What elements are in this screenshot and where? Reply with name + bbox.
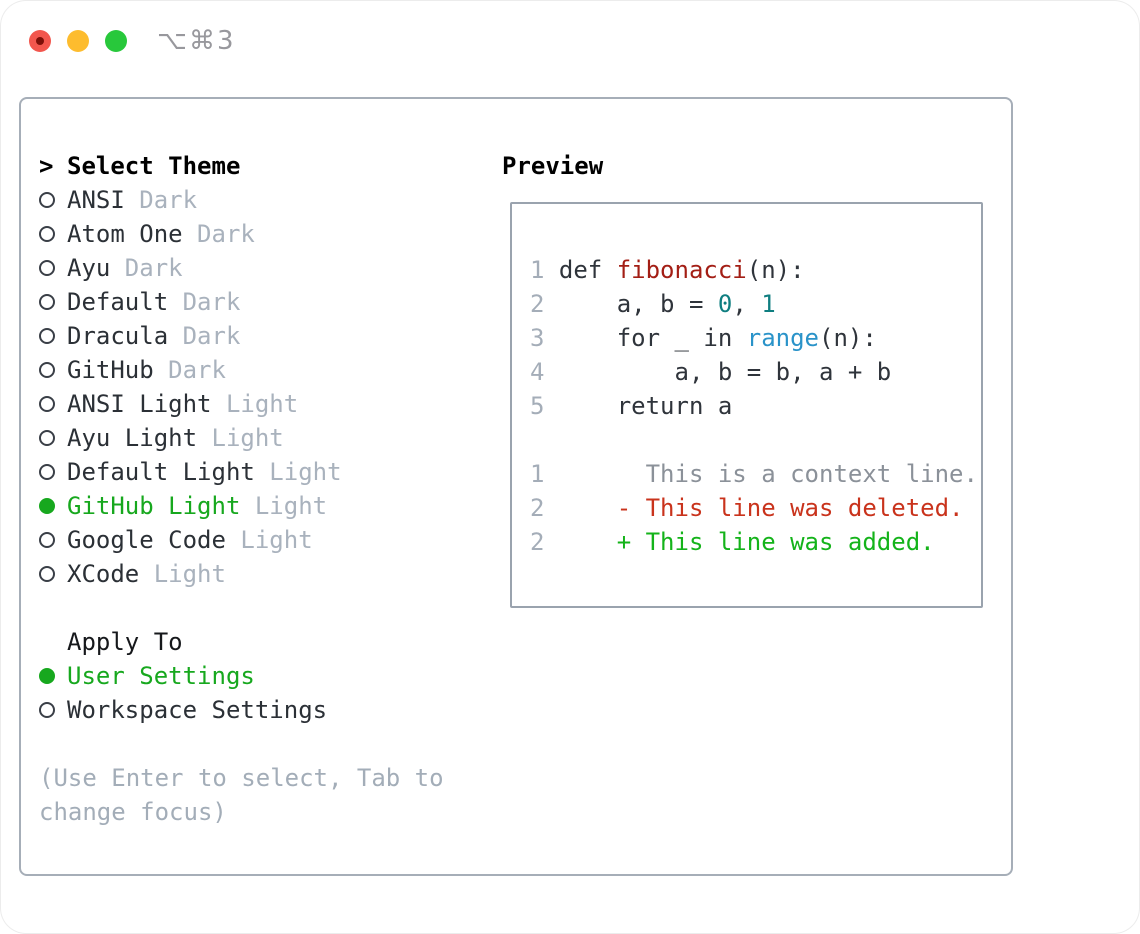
theme-variant-tag: Light [240,526,313,554]
theme-variant-tag: Dark [124,254,183,282]
theme-variant-tag: Dark [182,288,241,316]
apply-to-header: Apply To [39,625,481,659]
code-line: 3 for _ in range(n): [530,324,877,352]
theme-name: XCode [67,560,154,588]
code-preview: 1 def fibonacci(n): 2 a, b = 0, 1 3 for _ … [530,253,978,559]
theme-option[interactable]: Ayu Dark [39,251,481,285]
radio-icon [39,226,55,242]
titlebar: ⌥⌘3 [29,26,236,56]
code-line: 2 + This line was added. [530,528,935,556]
theme-variant-tag: Light [211,424,284,452]
spacer [39,591,481,625]
minimize-button[interactable] [67,30,89,52]
theme-name: ANSI [67,186,140,214]
preview-title: Preview [502,152,604,180]
theme-name: Default [67,288,183,316]
theme-name: Default Light [67,458,270,486]
keyboard-hint-text: (Use Enter to select, Tab to change focu… [39,764,444,826]
close-button[interactable] [29,30,51,52]
radio-icon [39,532,55,548]
radio-selected-icon [39,498,55,514]
code-line: 1 def fibonacci(n): [530,256,805,284]
radio-icon [39,362,55,378]
radio-icon [39,430,55,446]
theme-option[interactable]: ANSI Dark [39,183,481,217]
theme-variant-tag: Dark [168,356,226,384]
theme-name: Atom One [67,220,198,248]
unsaved-indicator-icon [36,37,44,45]
radio-icon [39,702,55,718]
radio-icon [39,294,55,310]
theme-variant-tag: Light [254,492,328,520]
radio-icon [39,328,55,344]
theme-option[interactable]: Dracula Dark [39,319,481,353]
radio-icon [39,260,55,276]
theme-option[interactable]: GitHub Dark [39,353,481,387]
theme-name: GitHub Light [67,492,255,520]
theme-option[interactable]: Atom One Dark [39,217,481,251]
code-line: 2 - This line was deleted. [530,494,964,522]
code-line: 1 This is a context line. [530,460,978,488]
theme-variant-tag: Light [269,458,342,486]
apply-to-label: User Settings [67,662,255,690]
zoom-button[interactable] [105,30,127,52]
apply-to-label: Workspace Settings [67,696,328,724]
theme-option[interactable]: Default Dark [39,285,481,319]
theme-variant-tag: Dark [182,322,241,350]
theme-option[interactable]: Google Code Light [39,523,481,557]
theme-option[interactable]: Ayu Light Light [39,421,481,455]
theme-name: ANSI Light [67,390,226,418]
code-line [530,423,978,457]
theme-name: Ayu Light [67,424,212,452]
theme-name: GitHub [67,356,169,384]
theme-variant-tag: Light [153,560,226,588]
apply-to-option[interactable]: User Settings [39,659,481,693]
cursor-caret-icon: > [39,152,54,180]
radio-icon [39,566,55,582]
theme-name: Ayu [67,254,125,282]
theme-option[interactable]: ANSI Light Light [39,387,481,421]
theme-name: Dracula [67,322,183,350]
theme-list-header: > Select Theme [39,149,481,183]
preview-box: 1 def fibonacci(n): 2 a, b = 0, 1 3 for _ … [510,202,983,608]
radio-icon [39,396,55,412]
theme-variant-tag: Dark [139,186,198,214]
theme-list-title: Select Theme [67,152,241,180]
theme-option[interactable]: GitHub Light Light [39,489,481,523]
apply-to-title: Apply To [67,628,183,656]
theme-name: Google Code [67,526,241,554]
theme-option[interactable]: XCode Light [39,557,481,591]
theme-option[interactable]: Default Light Light [39,455,481,489]
apply-to-option[interactable]: Workspace Settings [39,693,481,727]
theme-variant-tag: Light [225,390,299,418]
code-line: 4 a, b = b, a + b [530,358,892,386]
code-line: 2 a, b = 0, 1 [530,290,776,318]
radio-icon [39,192,55,208]
radio-icon [39,464,55,480]
code-line: 5 return a [530,392,733,420]
window-title-shortcut: ⌥⌘3 [157,26,236,56]
spacer [39,727,481,761]
radio-selected-icon [39,668,55,684]
theme-variant-tag: Dark [197,220,255,248]
